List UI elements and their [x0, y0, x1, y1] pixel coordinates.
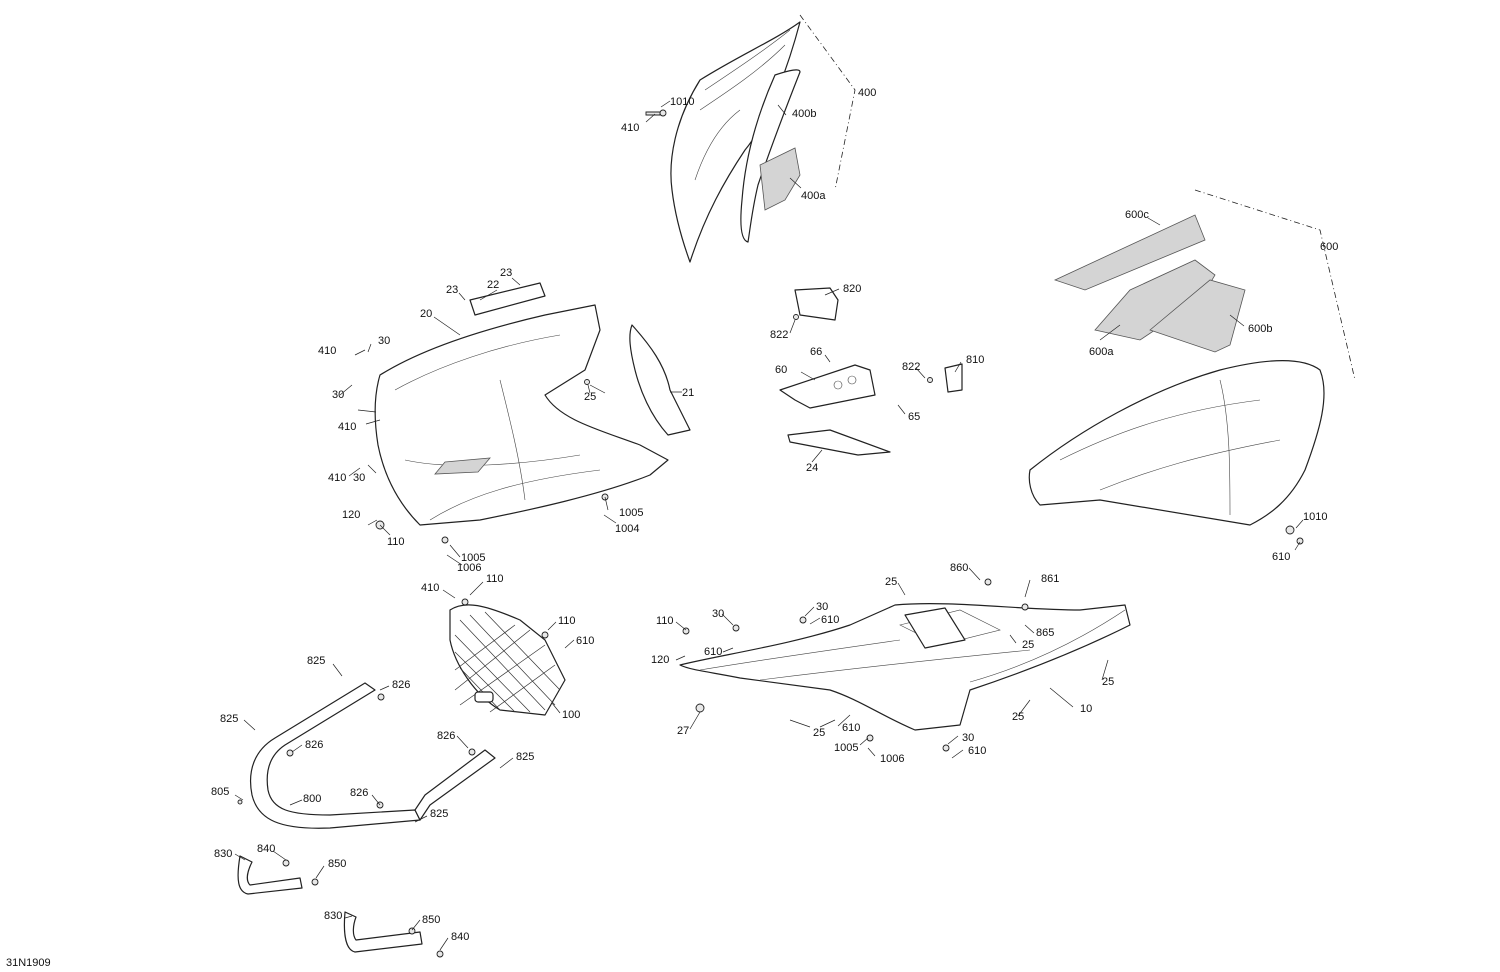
callout-1010: 1010: [1303, 511, 1327, 523]
callout-100: 100: [562, 709, 580, 721]
callout-60: 60: [775, 364, 787, 376]
callout-830: 830: [324, 910, 342, 922]
callout-25: 25: [1012, 711, 1024, 723]
callout-23: 23: [500, 267, 512, 279]
callout-20: 20: [420, 308, 432, 320]
callout-labels: 400 400a 400b 1010 410 600 600c 600b 600…: [6, 87, 1338, 969]
callout-25: 25: [1022, 639, 1034, 651]
callout-25: 25: [1102, 676, 1114, 688]
callout-825: 825: [516, 751, 534, 763]
callout-860: 860: [950, 562, 968, 574]
front-body-20: [374, 282, 691, 544]
callout-410: 410: [328, 472, 346, 484]
callout-1005: 1005: [619, 507, 643, 519]
callout-865: 865: [1036, 627, 1054, 639]
callout-861: 861: [1041, 573, 1059, 585]
callout-110: 110: [387, 536, 405, 548]
callout-826: 826: [437, 730, 455, 742]
callout-610: 610: [704, 646, 722, 658]
side-panel-600: [1028, 189, 1356, 545]
callout-10: 10: [1080, 703, 1092, 715]
callout-610: 610: [821, 614, 839, 626]
callout-610: 610: [1272, 551, 1290, 563]
callout-822: 822: [770, 329, 788, 341]
callout-826: 826: [350, 787, 368, 799]
callout-400a: 400a: [801, 190, 826, 202]
callout-410: 410: [421, 582, 439, 594]
callout-30: 30: [962, 732, 974, 744]
callout-410: 410: [318, 345, 336, 357]
callout-800: 800: [303, 793, 321, 805]
callout-600a: 600a: [1089, 346, 1114, 358]
callout-610: 610: [968, 745, 986, 757]
callout-65: 65: [908, 411, 920, 423]
callout-25: 25: [584, 391, 596, 403]
callout-66: 66: [810, 346, 822, 358]
callout-830: 830: [214, 848, 232, 860]
callout-23: 23: [446, 284, 458, 296]
callout-826: 826: [392, 679, 410, 691]
callout-410: 410: [338, 421, 356, 433]
callout-110: 110: [558, 615, 576, 627]
callout-30: 30: [353, 472, 365, 484]
callout-110: 110: [486, 573, 504, 585]
callout-825: 825: [307, 655, 325, 667]
center-brackets: [779, 287, 963, 456]
callout-1010: 1010: [670, 96, 694, 108]
tow-hooks-830: [237, 855, 444, 958]
callout-822: 822: [902, 361, 920, 373]
callout-600: 600: [1320, 241, 1338, 253]
callout-840: 840: [451, 931, 469, 943]
callout-30: 30: [332, 389, 344, 401]
callout-826: 826: [305, 739, 323, 751]
callout-825: 825: [430, 808, 448, 820]
side-panel-400: [645, 14, 856, 263]
callout-110: 110: [656, 615, 674, 627]
diagram-id: 31N1909: [6, 957, 51, 969]
callout-840: 840: [257, 843, 275, 855]
callout-30: 30: [816, 601, 828, 613]
callout-27: 27: [677, 725, 689, 737]
callout-810: 810: [966, 354, 984, 366]
bumper-800: [237, 682, 496, 829]
callout-21: 21: [682, 387, 694, 399]
callout-400: 400: [858, 87, 876, 99]
callout-600c: 600c: [1125, 209, 1149, 221]
callout-30: 30: [712, 608, 724, 620]
callout-1006: 1006: [457, 562, 481, 574]
callout-25: 25: [813, 727, 825, 739]
belly-pan-10: [679, 578, 1131, 752]
callout-850: 850: [328, 858, 346, 870]
callout-30: 30: [378, 335, 390, 347]
callout-1005: 1005: [834, 742, 858, 754]
callout-120: 120: [651, 654, 669, 666]
callout-610: 610: [576, 635, 594, 647]
callout-1005: 1005: [461, 552, 485, 564]
callout-1006: 1006: [880, 753, 904, 765]
callout-25: 25: [885, 576, 897, 588]
callout-410: 410: [621, 122, 639, 134]
callout-820: 820: [843, 283, 861, 295]
grille-100: [449, 598, 566, 716]
callout-400b: 400b: [792, 108, 816, 120]
callout-24: 24: [806, 462, 818, 474]
callout-22: 22: [487, 279, 499, 291]
leader-lines: [234, 100, 1304, 951]
callout-1004: 1004: [615, 523, 639, 535]
callout-610: 610: [842, 722, 860, 734]
callout-600b: 600b: [1248, 323, 1272, 335]
callout-805: 805: [211, 786, 229, 798]
callout-825: 825: [220, 713, 238, 725]
callout-120: 120: [342, 509, 360, 521]
callout-850: 850: [422, 914, 440, 926]
